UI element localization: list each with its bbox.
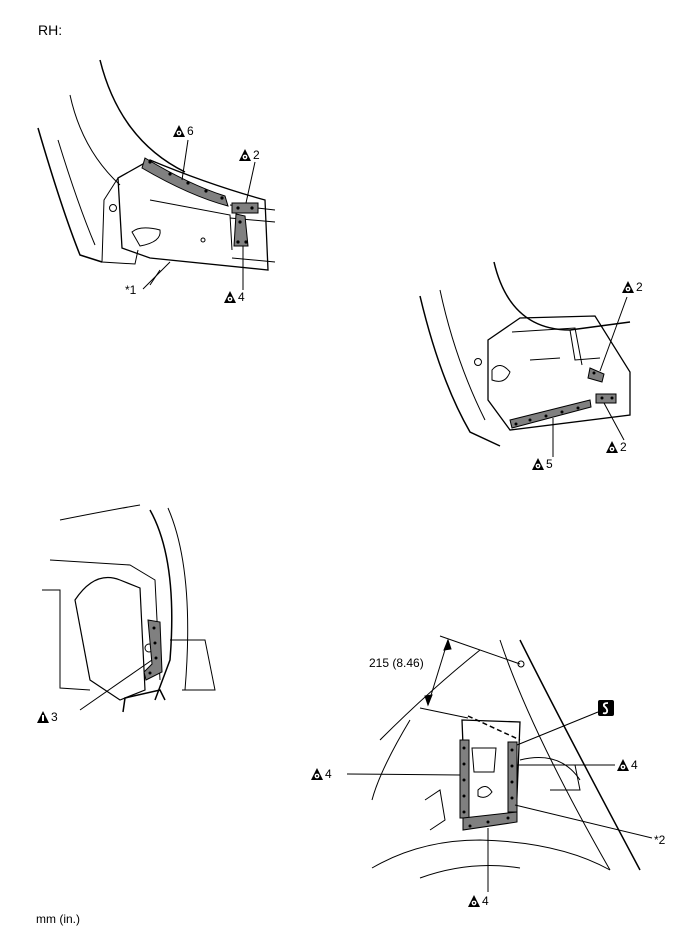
arc-weld-icon [37,711,49,723]
callout-4: 4 [631,758,638,772]
view-mid-left [42,504,216,713]
spot-weld-icon [468,895,480,907]
dimension-215 [419,635,521,719]
spot-weld-icon [173,125,185,137]
view-bottom-right [371,639,641,879]
spot-weld-icon [622,281,634,293]
view-top-right [419,261,631,447]
sealer-icon [598,700,614,716]
callout-4: 4 [325,767,332,781]
callout-6: 6 [187,124,194,138]
weld-marks-mid-left [79,619,163,711]
callout-4: 4 [238,290,245,304]
callout-4: 4 [482,894,489,908]
weld-marks-bottom-right [346,711,653,892]
callout-5: 5 [546,457,553,471]
page-title: RH: [38,22,63,38]
weld-marks-top-left [141,139,259,290]
spot-weld-icon [532,458,544,470]
spot-weld-icon [617,759,629,771]
spot-weld-icon [606,441,618,453]
callout-star-1: *1 [125,283,137,297]
callout-2: 2 [620,440,627,454]
units-note: mm (in.) [36,912,80,926]
spot-weld-icon [239,149,251,161]
weld-marks-top-right [509,296,628,457]
callout-2: 2 [253,148,260,162]
spot-weld-icon [224,291,236,303]
callout-star-2: *2 [654,833,666,847]
spot-weld-icon [311,768,323,780]
dimension-label: 215 (8.46) [369,656,424,670]
callout-2: 2 [636,280,643,294]
callout-3: 3 [51,710,58,724]
